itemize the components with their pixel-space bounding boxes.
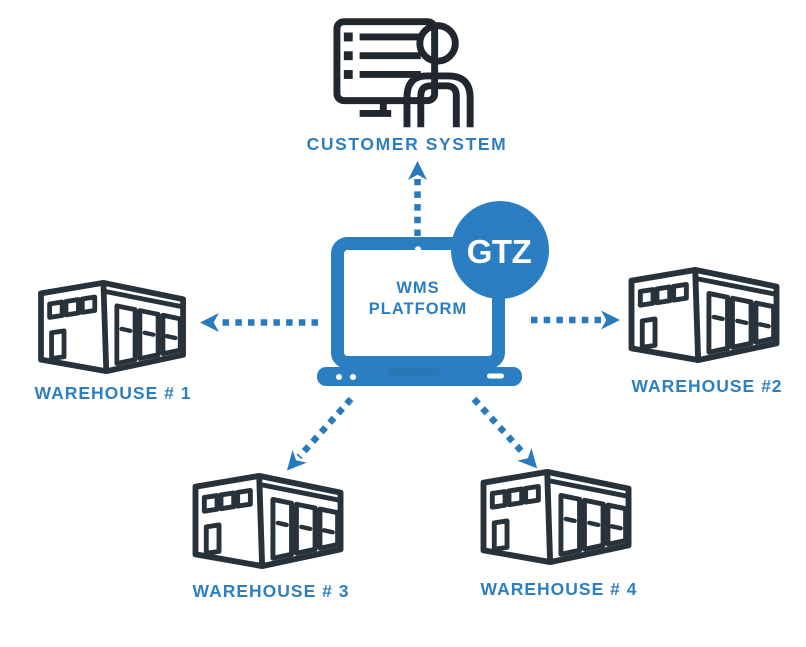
customer-system-icon: [337, 22, 470, 128]
warehouse-1-icon: [41, 283, 183, 371]
wms-platform-label-line1: WMS: [396, 279, 440, 297]
laptop-base-notch: [388, 368, 440, 376]
laptop-hinge-left: [340, 356, 357, 370]
gtz-badge-circle: [451, 201, 549, 299]
warehouse-2-label: WAREHOUSE #2: [631, 376, 783, 396]
warehouse-4-icon: [484, 472, 629, 562]
laptop-camera-dot: [414, 246, 422, 253]
customer-system-label: CUSTOMER SYSTEM: [306, 134, 508, 154]
warehouse-1-label: WAREHOUSE # 1: [34, 383, 192, 403]
warehouse-2-icon: [632, 270, 777, 360]
warehouse-4-label: WAREHOUSE # 4: [480, 579, 638, 599]
arrow-to-warehouse-3: [286, 396, 354, 471]
warehouse-3-icon: [196, 476, 341, 566]
arrow-to-warehouse-4: [471, 396, 538, 469]
laptop-base-dot: [350, 374, 356, 380]
wms-platform-label: WMS PLATFORM: [369, 278, 467, 320]
laptop-hinge-right: [473, 356, 490, 370]
wms-platform-label-line2: PLATFORM: [368, 300, 468, 318]
warehouse-3-label: WAREHOUSE # 3: [192, 581, 350, 601]
laptop-base: [317, 367, 522, 386]
gtz-badge-text: GTZ: [466, 233, 532, 270]
laptop-base-dash: [487, 373, 504, 379]
laptop-base-dot: [336, 374, 342, 380]
